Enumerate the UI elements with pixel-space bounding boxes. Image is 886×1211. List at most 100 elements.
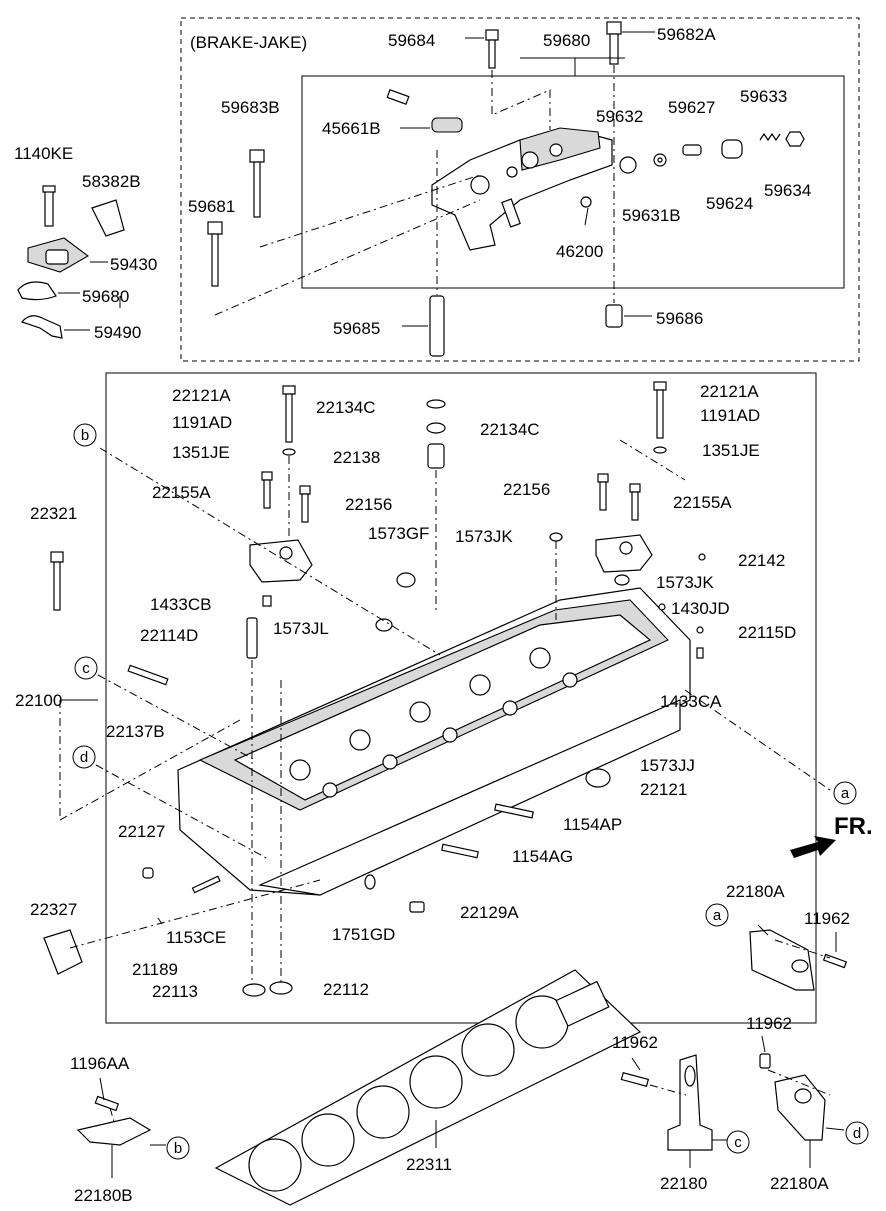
part-label-11962-top: 11962	[804, 909, 850, 928]
bolt-22155A-left	[261, 471, 273, 509]
part-label-46200: 46200	[556, 242, 603, 261]
ref-marker-d-bracket: d	[845, 1121, 869, 1145]
leader-22100	[59, 719, 241, 821]
part-label-1153CE: 1153CE	[166, 928, 226, 947]
part-label-22121: 22121	[640, 780, 687, 799]
plugs	[246, 532, 706, 788]
leader-59683B	[259, 174, 481, 248]
jake-bracket-cluster	[17, 185, 125, 339]
bolt-59682A	[606, 21, 655, 65]
part-label-21189: 21189	[132, 960, 178, 979]
part-label-59624: 59624	[706, 194, 753, 213]
part-label-59681: 59681	[188, 197, 235, 216]
part-label-1191AD-right: 1191AD	[700, 406, 760, 425]
part-label-22121A-left: 22121A	[172, 386, 231, 405]
part-label-59680-top: 59680	[543, 31, 590, 50]
part-label-1433CA: 1433CA	[660, 692, 722, 711]
part-label-1154AG: 1154AG	[512, 847, 573, 866]
part-label-22156-left: 22156	[345, 495, 392, 514]
leader-11962-right	[761, 1035, 766, 1053]
reference-markers: b c d a a b c d	[72, 423, 869, 1160]
part-label-1196AA: 1196AA	[70, 1054, 130, 1073]
leader-a-bracket	[757, 924, 769, 936]
leader-c	[97, 674, 256, 761]
part-label-1433CB: 1433CB	[150, 595, 211, 614]
part-label-22138: 22138	[333, 448, 380, 467]
part-label-1430JD: 1430JD	[671, 599, 730, 618]
rocker-assembly	[386, 89, 637, 251]
part-label-22311: 22311	[406, 1155, 452, 1174]
leader-a	[684, 689, 831, 791]
sleeve-59686	[605, 304, 652, 328]
bolt-59684	[465, 29, 499, 69]
part-label-1154AP: 1154AP	[563, 815, 622, 834]
ref-marker-b-bracket: b	[166, 1136, 190, 1160]
bolt-59681	[207, 221, 223, 287]
part-label-22180B: 22180B	[74, 1186, 133, 1205]
ref-label-c-main: c	[82, 660, 90, 677]
bolt-22155A-right	[629, 483, 641, 521]
bracket-22180	[620, 1054, 713, 1151]
part-label-59632: 59632	[596, 107, 643, 126]
fr-arrow-icon	[790, 836, 836, 858]
part-label-22112: 22112	[323, 980, 369, 999]
part-label-1351JE-right: 1351JE	[702, 441, 760, 460]
part-label-59683B: 59683B	[221, 98, 280, 117]
ref-label-d-bracket: d	[853, 1125, 861, 1142]
part-label-22100: 22100	[15, 691, 62, 710]
bolt-22156-left	[299, 485, 311, 523]
part-label-45661B: 45661B	[322, 119, 381, 138]
ref-label-a-bracket: a	[713, 907, 722, 924]
ref-marker-c-main: c	[74, 656, 98, 680]
ref-marker-d-main: d	[72, 745, 96, 769]
part-label-59430: 59430	[110, 255, 157, 274]
part-label-22180A-bottom: 22180A	[770, 1174, 829, 1193]
pushrod-59685	[402, 295, 445, 357]
part-label-59631B: 59631B	[622, 206, 681, 225]
bolt-22321	[50, 551, 64, 611]
part-label-1573JL: 1573JL	[273, 619, 329, 638]
leader-1196AA	[99, 1077, 105, 1101]
part-label-1140KE: 1140KE	[14, 144, 73, 163]
part-label-22327: 22327	[30, 900, 77, 919]
part-label-59685: 59685	[333, 319, 380, 338]
part-label-59634: 59634	[764, 181, 811, 200]
bracket-22180B	[76, 1095, 152, 1146]
oring-22134C	[426, 399, 446, 434]
part-label-22155A-right: 22155A	[673, 493, 732, 512]
small-parts-59627-59634	[653, 131, 805, 167]
leader-right-bolt	[619, 439, 686, 481]
part-label-1351JE-left: 1351JE	[172, 443, 230, 462]
cylinder-head-22100	[177, 587, 691, 896]
leader-d-bracket	[825, 1127, 845, 1131]
part-label-11962-right: 11962	[746, 1014, 792, 1033]
seals-22113-22112	[242, 981, 293, 997]
ref-marker-c-bracket: c	[726, 1130, 750, 1154]
cylinder-head-frame	[105, 372, 817, 1024]
part-label-22114D: 22114D	[140, 626, 198, 645]
part-label-22142: 22142	[738, 551, 785, 570]
leader-d	[95, 764, 271, 861]
brake-jake-frame	[180, 17, 860, 362]
part-label-22113: 22113	[152, 982, 198, 1001]
part-label-59682A: 59682A	[657, 25, 716, 44]
part-label-22137B: 22137B	[106, 722, 165, 741]
ref-label-b-main: b	[81, 427, 89, 444]
part-label-58382B: 58382B	[82, 172, 141, 191]
part-label-1191AD-left: 1191AD	[172, 413, 232, 432]
part-label-59627: 59627	[668, 98, 715, 117]
fr-label: FR.	[834, 813, 873, 840]
part-label-22134C-2: 22134C	[480, 420, 540, 439]
part-label-22156-right: 22156	[503, 480, 550, 499]
bolt-22156-right	[597, 473, 609, 511]
leader-22327	[69, 879, 321, 949]
ref-marker-a-main: a	[833, 781, 857, 805]
part-label-59686: 59686	[656, 309, 703, 328]
brake-jake-title: (BRAKE-JAKE)	[190, 33, 307, 52]
part-label-22115D: 22115D	[738, 623, 796, 642]
part-label-59490: 59490	[94, 323, 141, 342]
bolt-59683B	[249, 149, 265, 218]
bracket-22180A-bottom	[759, 1053, 831, 1141]
